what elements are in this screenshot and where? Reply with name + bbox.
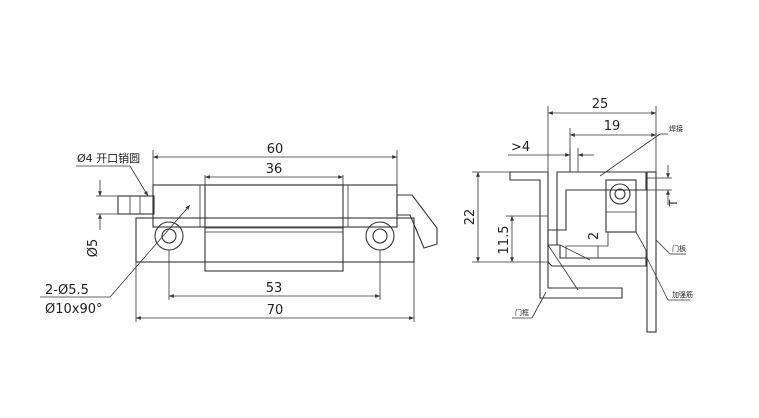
hinge-pin: [117, 195, 155, 215]
note-holes: 2-Ø5.5: [45, 283, 89, 298]
dim-36-label: 36: [266, 162, 283, 177]
mounting-plate: [135, 217, 415, 263]
dim-pin-diameter-label: Ø5: [86, 239, 101, 258]
dim-70-label: 70: [267, 303, 284, 318]
cotter-pin: [396, 194, 438, 249]
dim-19-label: 19: [604, 119, 621, 134]
reinforcement-rib: [565, 231, 647, 259]
front-view: 60 36 53 70 Ø5 Ø4 开口销圆 2-Ø5.5 Ø10x90°: [40, 142, 438, 322]
side-pin-circle: [609, 183, 631, 205]
mounting-hole-left: [154, 221, 184, 251]
note-cotter-pin: Ø4 开口销圆: [77, 151, 140, 165]
note-countersink: Ø10x90°: [45, 302, 103, 317]
dim-11-5-label: 11.5: [497, 226, 512, 255]
dim-2-label: 2: [587, 232, 602, 240]
label-reinforcement: 加强筋: [672, 290, 693, 299]
dim-offset-label: >4: [511, 140, 530, 155]
door-frame: [509, 171, 623, 299]
label-door-panel: 门板: [672, 244, 686, 253]
side-pin-housing: [605, 179, 637, 233]
dim-25-label: 25: [592, 97, 609, 112]
door-panel: [646, 171, 657, 333]
mounting-hole-right: [365, 221, 395, 251]
dim-22-label: 22: [463, 209, 478, 226]
side-view: 25 19 焊接 >4 22 11.5 2 T: [463, 97, 693, 333]
label-weld: 焊接: [669, 124, 683, 133]
label-door-frame: 门框: [515, 308, 529, 317]
dim-53-label: 53: [266, 281, 283, 296]
dim-60-label: 60: [267, 142, 284, 157]
dim-t-label: T: [667, 199, 680, 207]
